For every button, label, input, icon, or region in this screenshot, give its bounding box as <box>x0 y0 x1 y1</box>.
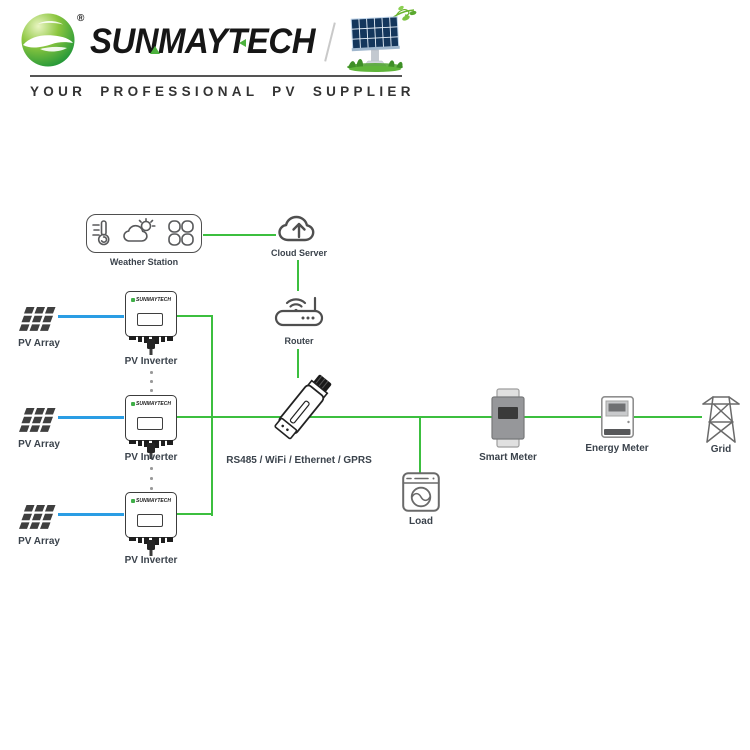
line-array1-inverter1 <box>58 315 124 318</box>
grid-tower-icon <box>702 396 740 443</box>
wind-fan-icon <box>168 220 194 246</box>
line-weatherstation-cloud <box>203 234 276 236</box>
inverter-logo-mark <box>131 401 136 406</box>
inverter-antenna <box>147 443 155 453</box>
weather-station-icon <box>86 214 202 253</box>
cloud-server-label: Cloud Server <box>270 248 328 258</box>
inverter-brand-label: SUNMAYTECH <box>131 297 171 303</box>
line-array2-inverter2 <box>58 416 124 419</box>
pv-array-label: PV Array <box>18 439 60 450</box>
pv-inverter-label: PV Inverter <box>124 356 178 367</box>
inverter-logo-mark <box>131 498 136 503</box>
brand-wordmark: SUNMAYTECH <box>90 22 315 61</box>
weather-station-label: Weather Station <box>109 257 179 267</box>
pv-array-icon <box>19 307 56 331</box>
pv-inverter-label: PV Inverter <box>124 555 178 566</box>
brand-accent-triangle <box>150 46 160 54</box>
inverter-display <box>137 514 163 527</box>
inverter-brand-label: SUNMAYTECH <box>131 498 171 504</box>
line-cloud-router <box>297 260 299 291</box>
cloud-server-icon <box>278 215 315 242</box>
pv-array-label: PV Array <box>18 536 60 547</box>
pv-inverter-icon: SUNMAYTECH <box>125 492 177 550</box>
energy-meter-label: Energy Meter <box>585 443 649 454</box>
sun-cloud-icon <box>123 218 156 242</box>
line-bus-vertical <box>211 315 213 516</box>
pv-array-icon <box>19 505 56 529</box>
brand-logo-icon <box>21 13 75 67</box>
pv-inverter-icon: SUNMAYTECH <box>125 395 177 453</box>
pv-array-icon <box>19 408 56 432</box>
wifi-icon <box>285 298 307 305</box>
pv-inverter-icon: SUNMAYTECH <box>125 291 177 349</box>
header-rule <box>30 75 402 77</box>
line-array3-inverter3 <box>58 513 124 516</box>
pv-array-label: PV Array <box>18 338 60 349</box>
inverter-logo-mark <box>131 297 136 302</box>
line-router-datalogger <box>297 349 299 378</box>
line-inverter3-bus <box>177 513 213 515</box>
registered-trademark-symbol: ® <box>77 13 85 24</box>
router-label: Router <box>284 336 314 346</box>
router-icon <box>274 296 324 327</box>
smart-meter-icon <box>491 388 525 448</box>
smart-meter-label: Smart Meter <box>479 452 537 463</box>
thermometer-icon <box>92 220 110 246</box>
load-label: Load <box>409 516 433 527</box>
pv-inverter-label: PV Inverter <box>124 452 178 463</box>
header-divider <box>324 22 336 62</box>
tagline: YOUR PROFESSIONAL PV SUPPLIER <box>30 84 415 99</box>
inverter-display <box>137 417 163 430</box>
grid-label: Grid <box>710 444 732 455</box>
line-inverter1-bus <box>177 315 213 317</box>
datalogger-icon <box>274 374 332 440</box>
brand-accent-arrow <box>239 39 246 47</box>
inverter-antenna <box>147 339 155 349</box>
energy-meter-icon <box>601 396 634 438</box>
inverter-display <box>137 313 163 326</box>
datalogger-label: RS485 / WiFi / Ethernet / GPRS <box>226 455 372 466</box>
line-main-horizontal <box>177 416 702 418</box>
solar-panel-clipart-icon <box>347 5 417 72</box>
inverter-antenna <box>147 540 155 550</box>
line-load-drop <box>419 417 421 473</box>
load-icon <box>402 472 440 512</box>
inverter-brand-label: SUNMAYTECH <box>131 401 171 407</box>
